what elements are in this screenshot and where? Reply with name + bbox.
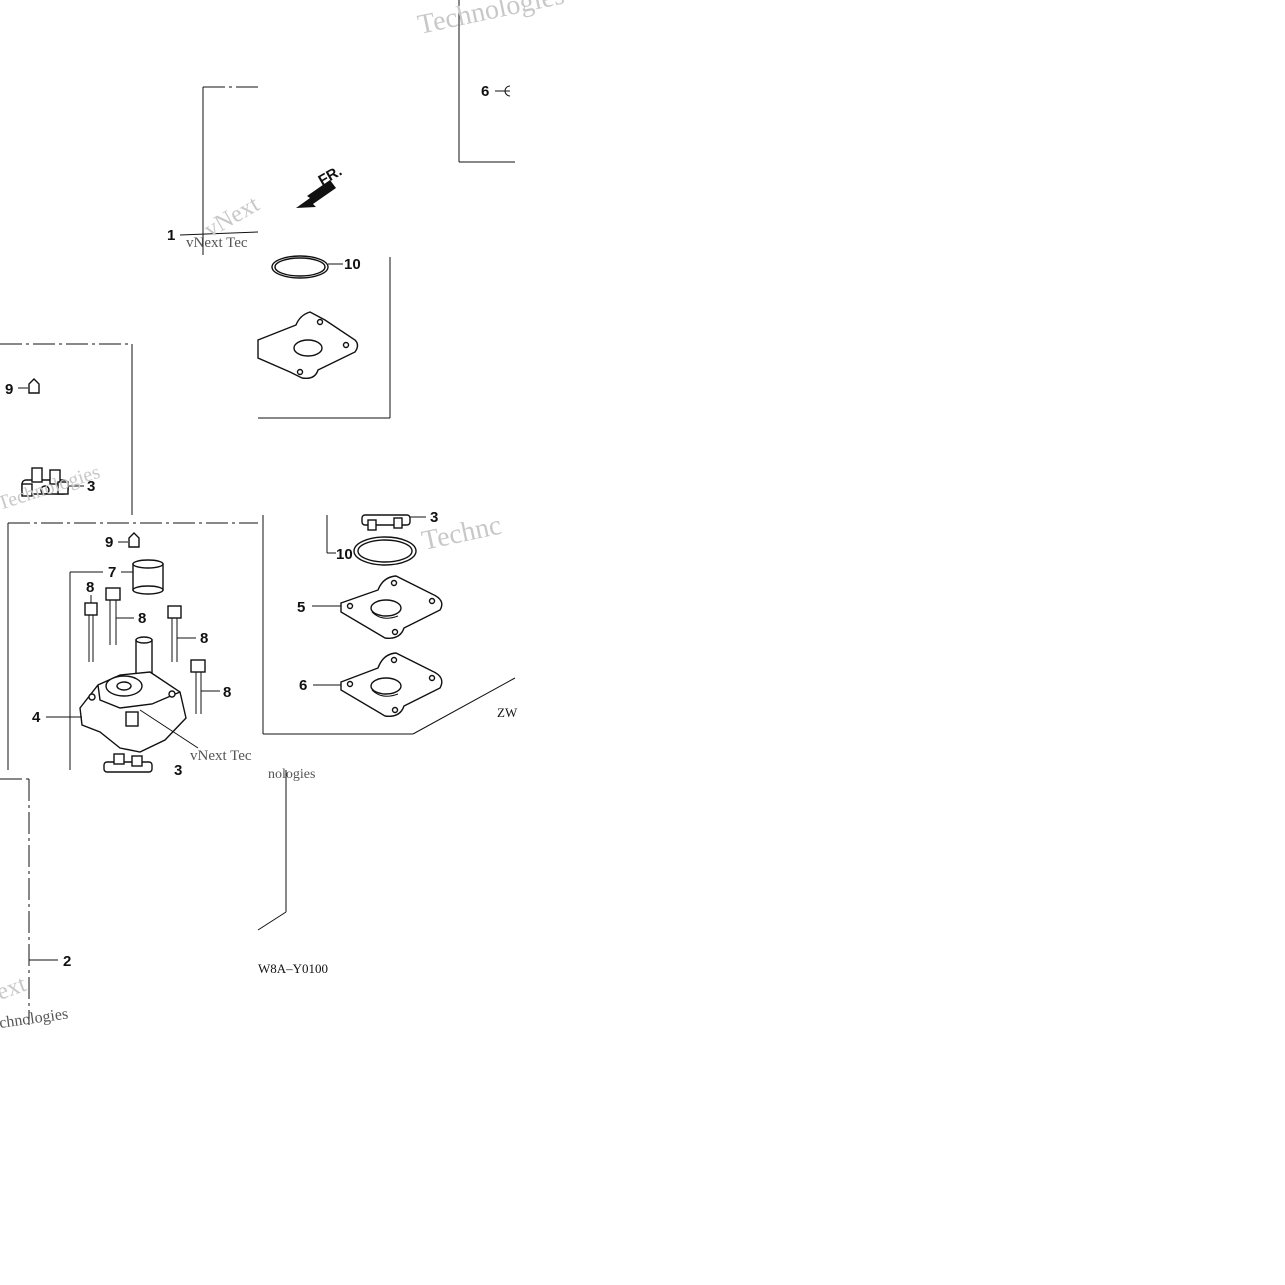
bolt-icon xyxy=(190,659,206,714)
impeller-icon xyxy=(21,467,69,497)
clip-icon xyxy=(28,378,40,394)
bolt-icon xyxy=(167,605,182,662)
drawing-code: W8A–Y0100 xyxy=(258,961,328,976)
callout-9: 9 xyxy=(5,381,13,398)
callout-10: 10 xyxy=(336,546,353,563)
front-arrow-label: FR. xyxy=(316,163,345,190)
impeller-icon xyxy=(361,514,411,531)
watermark-layer: Technologies vNext Tec Technc vNext Tec … xyxy=(0,0,567,1032)
gasket-plate-icon xyxy=(340,575,443,639)
callout-1: 1 xyxy=(167,227,175,244)
callout-2: 2 xyxy=(63,953,71,970)
fragment-lower xyxy=(0,770,287,1025)
gasket-plate-icon xyxy=(340,652,443,717)
fragment-upper-middle xyxy=(179,86,391,419)
callout-7: 7 xyxy=(108,564,116,581)
drawing-code: ZW xyxy=(497,705,518,720)
pump-housing-icon xyxy=(79,636,187,753)
front-arrow-icon xyxy=(296,180,336,208)
watermark: ext xyxy=(0,971,30,1006)
fragment-main xyxy=(7,522,258,773)
watermark: vNext Tec xyxy=(186,235,248,251)
watermark: chnologies xyxy=(0,1005,69,1031)
callout-8: 8 xyxy=(200,630,208,647)
bolt-icon xyxy=(105,587,121,645)
watermark: nologies xyxy=(268,767,315,782)
fragment-left-middle xyxy=(0,343,133,515)
callout-9: 9 xyxy=(105,534,113,551)
callout-8: 8 xyxy=(86,579,94,596)
bolt-icon xyxy=(84,602,98,662)
callout-10: 10 xyxy=(344,256,361,273)
fragment-right-middle xyxy=(262,514,516,735)
callout-6: 6 xyxy=(481,83,489,100)
callout-5: 5 xyxy=(297,599,305,616)
fragment-top-right xyxy=(458,0,515,163)
clip-icon xyxy=(128,532,140,548)
bushing-icon xyxy=(132,559,164,595)
callout-6: 6 xyxy=(299,677,307,694)
callout-3: 3 xyxy=(430,509,438,526)
callout-3: 3 xyxy=(87,478,95,495)
callout-4: 4 xyxy=(32,709,41,726)
impeller-icon xyxy=(103,753,153,773)
watermark: vNext Tec xyxy=(190,748,252,764)
callout-3: 3 xyxy=(174,762,182,779)
callout-8: 8 xyxy=(138,610,146,627)
watermark: Technologies xyxy=(415,0,567,41)
callout-8: 8 xyxy=(223,684,231,701)
